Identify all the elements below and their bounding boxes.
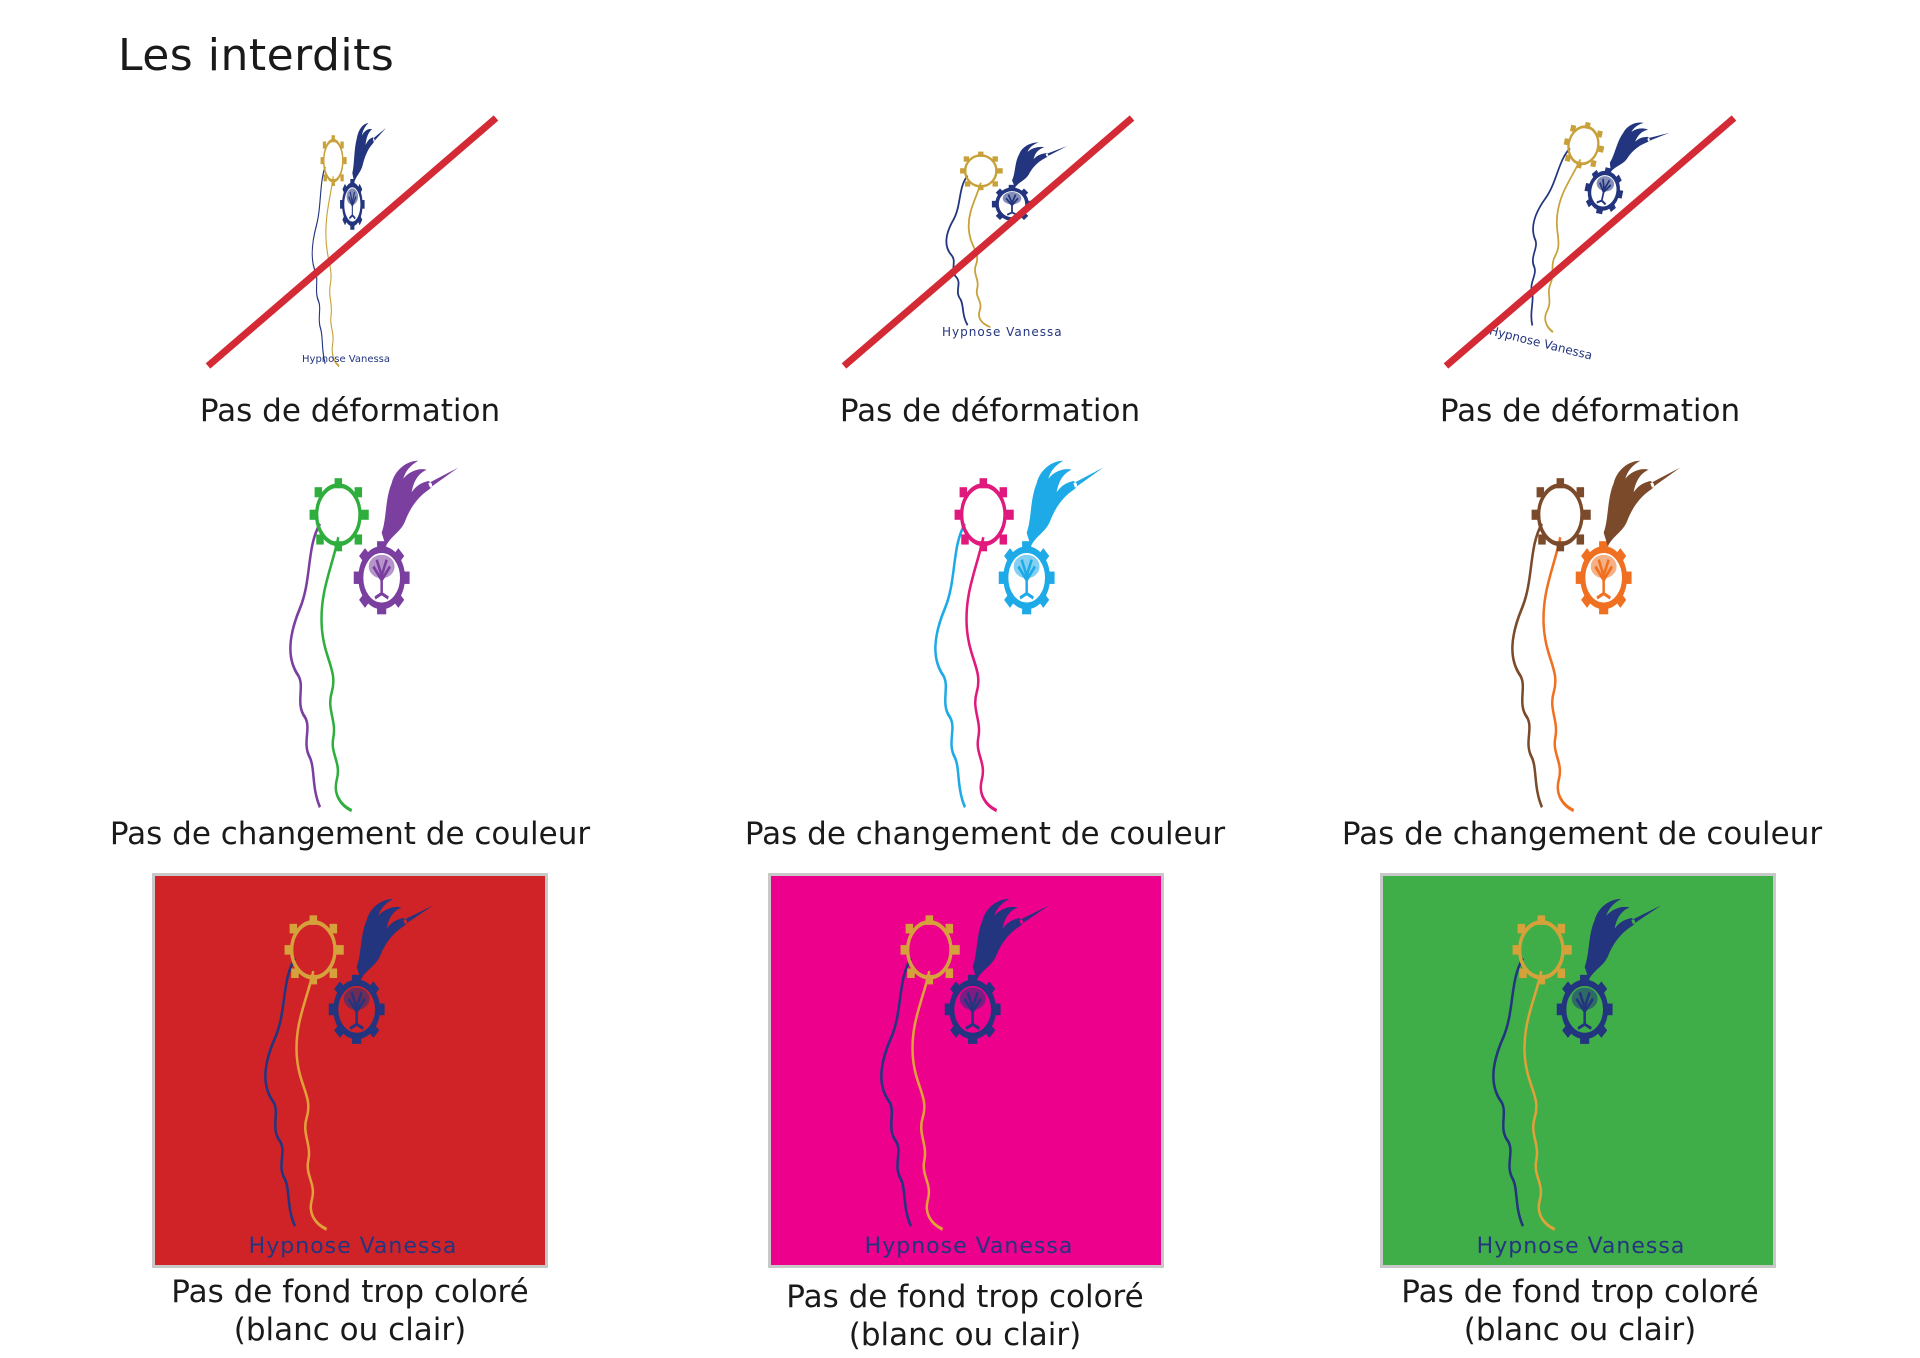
stretched-logo xyxy=(290,120,400,370)
colored-background: Hypnose Vanessa xyxy=(1380,873,1776,1268)
background-example-3: Hypnose Vanessa Pas de fond trop coloré … xyxy=(1380,873,1780,1358)
background-caption-line-1: Pas de fond trop coloré xyxy=(786,1279,1144,1315)
background-caption-line-2: (blanc ou clair) xyxy=(233,1312,467,1348)
deformation-caption: Pas de déformation xyxy=(1439,393,1741,429)
logo-on-color xyxy=(1443,884,1693,1224)
color-change-caption: Pas de changement de couleur xyxy=(1341,816,1823,852)
squashed-logo xyxy=(910,140,1090,330)
deformation-caption: Pas de déformation xyxy=(199,393,501,429)
logo-wordmark: Hypnose Vanessa xyxy=(864,1234,1074,1259)
recolored-logo xyxy=(1462,445,1712,805)
logo-wordmark: Hypnose Vanessa xyxy=(248,1234,458,1259)
background-caption: Pas de fond trop coloré (blanc ou clair) xyxy=(150,1273,550,1349)
colored-background: Hypnose Vanessa xyxy=(768,873,1164,1268)
deformation-caption: Pas de déformation xyxy=(839,393,1141,429)
logo-on-color xyxy=(831,884,1081,1224)
color-change-example-3: Pas de changement de couleur xyxy=(1332,445,1832,855)
rotated-logo xyxy=(1478,95,1692,355)
background-caption: Pas de fond trop coloré (blanc ou clair) xyxy=(1380,1273,1780,1349)
background-caption-line-2: (blanc ou clair) xyxy=(1463,1312,1697,1348)
logo-wordmark: Hypnose Vanessa xyxy=(302,354,391,365)
colored-background: Hypnose Vanessa xyxy=(152,873,548,1268)
background-caption: Pas de fond trop coloré (blanc ou clair) xyxy=(765,1278,1165,1354)
deformation-example-2: Hypnose Vanessa Pas de déformation xyxy=(830,100,1150,430)
background-caption-line-1: Pas de fond trop coloré xyxy=(1401,1274,1759,1310)
logo-on-color xyxy=(215,884,465,1224)
background-example-2: Hypnose Vanessa Pas de fond trop coloré … xyxy=(765,873,1165,1358)
color-change-caption: Pas de changement de couleur xyxy=(744,816,1226,852)
logo-wordmark: Hypnose Vanessa xyxy=(1476,1234,1686,1259)
color-change-example-1: Pas de changement de couleur xyxy=(100,445,600,855)
page-title: Les interdits xyxy=(118,30,395,81)
recolored-logo xyxy=(885,445,1135,805)
deformation-example-3: Hypnose Vanessa Pas de déformation xyxy=(1430,100,1750,430)
recolored-logo xyxy=(240,445,490,805)
background-caption-line-2: (blanc ou clair) xyxy=(848,1317,1082,1353)
background-example-1: Hypnose Vanessa Pas de fond trop coloré … xyxy=(150,873,550,1358)
background-caption-line-1: Pas de fond trop coloré xyxy=(171,1274,529,1310)
deformation-example-1: Hypnose Vanessa Pas de déformation xyxy=(190,100,510,430)
logo-wordmark: Hypnose Vanessa xyxy=(942,325,1063,339)
color-change-caption: Pas de changement de couleur xyxy=(109,816,591,852)
color-change-example-2: Pas de changement de couleur xyxy=(735,445,1235,855)
